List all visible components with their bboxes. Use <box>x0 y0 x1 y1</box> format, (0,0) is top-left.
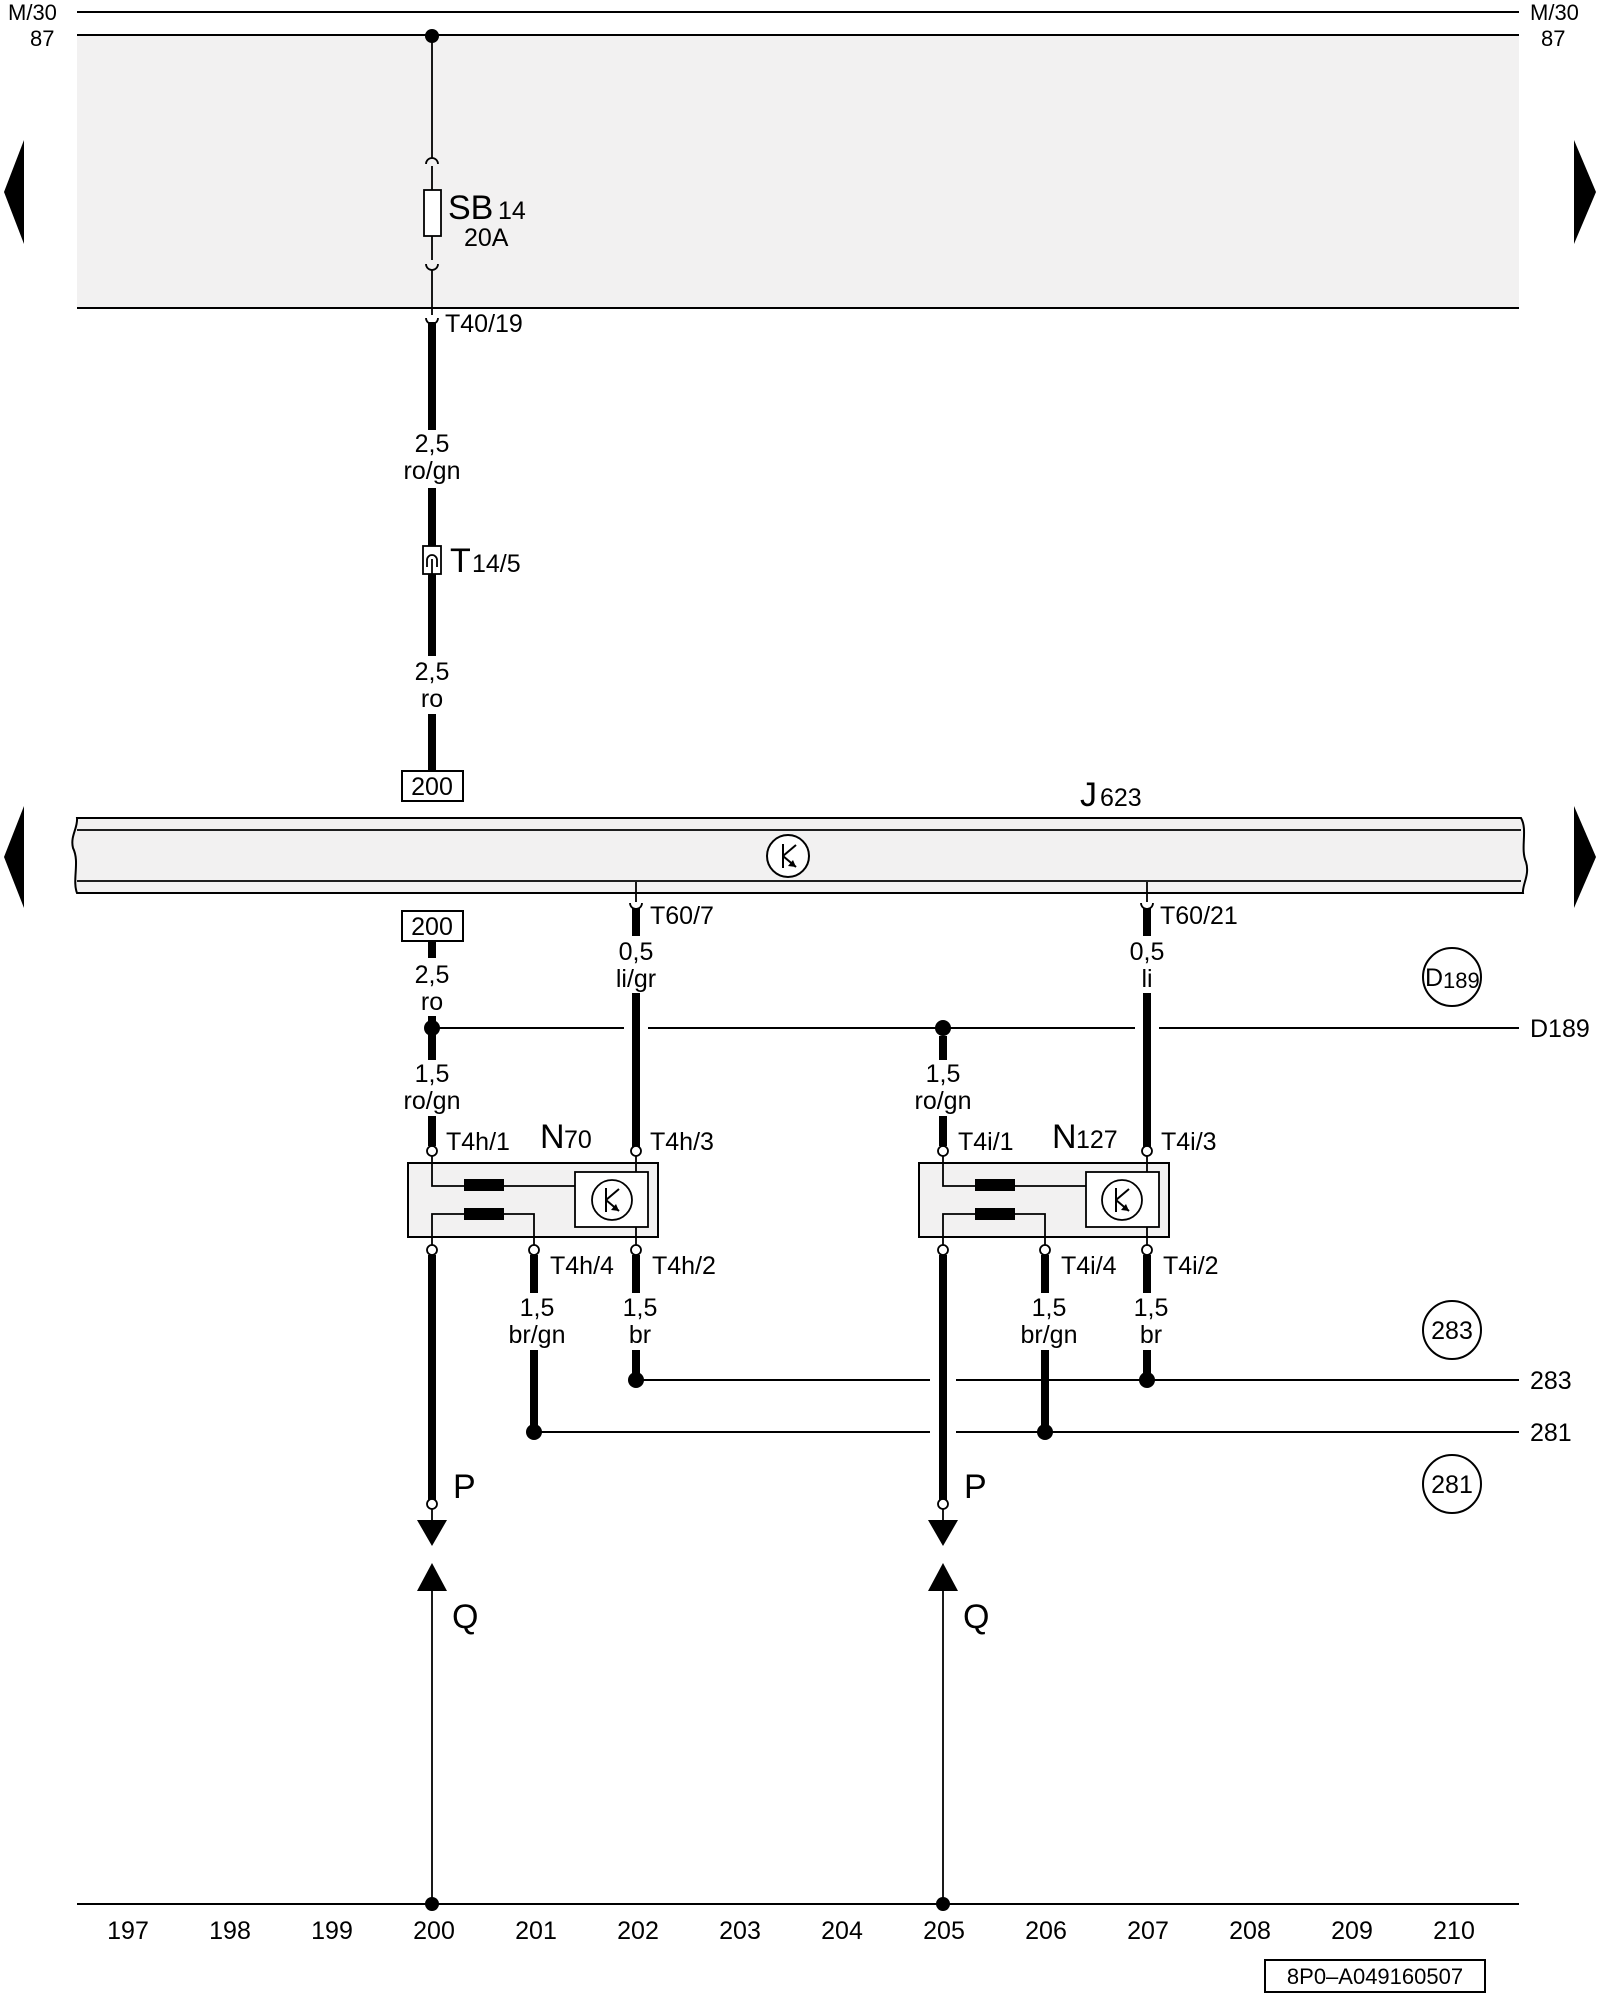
connector-t60-7-label: T60/7 <box>650 902 714 930</box>
fuse-number: 14 <box>498 197 526 225</box>
nav-next-mid-arrow[interactable] <box>1574 806 1596 908</box>
inj2-w2-size: 1,5 <box>1134 1294 1169 1322</box>
transistor-icon <box>766 834 810 878</box>
scale-210: 210 <box>1433 1917 1475 1945</box>
junction-d189-right <box>935 1020 951 1036</box>
fuse-panel <box>77 35 1519 308</box>
fuse-name: SB <box>448 189 493 227</box>
scale-203: 203 <box>719 1917 761 1945</box>
inj1-p-arrow-icon <box>417 1520 447 1546</box>
connector-t60-21-label: T60/21 <box>1160 902 1238 930</box>
inj1-pin3-label: T4h/3 <box>650 1128 714 1156</box>
inj1-w4-size: 1,5 <box>520 1294 555 1322</box>
scale-199: 199 <box>311 1917 353 1945</box>
inj2-w4-size: 1,5 <box>1032 1294 1067 1322</box>
inj1-name-letter: N <box>540 1118 565 1156</box>
inj2-feed-size: 1,5 <box>926 1060 961 1088</box>
inj1-name-number: 70 <box>564 1126 592 1154</box>
inj2-transistor-icon <box>1101 1179 1143 1221</box>
fuse-icon <box>423 189 442 237</box>
inj1-q-arrow-icon <box>417 1563 447 1591</box>
label-left-m30: M/30 <box>8 0 57 25</box>
scale-204: 204 <box>821 1917 863 1945</box>
inj2-w2-color: br <box>1140 1321 1162 1349</box>
ref-box-200-top-label: 200 <box>411 773 453 801</box>
label-left-87: 87 <box>30 26 54 51</box>
circle-ref-281-label: 281 <box>1431 1471 1473 1499</box>
inj2-w4-color: br/gn <box>1021 1321 1078 1349</box>
inj2-feed-color: ro/gn <box>915 1087 972 1115</box>
wire-below-color: ro <box>421 988 443 1016</box>
wire-lower-size: 2,5 <box>415 658 450 686</box>
inj1-w2-color: br <box>629 1321 651 1349</box>
inj2-p-arrow-icon <box>928 1520 958 1546</box>
inj1-feed-color: ro/gn <box>404 1087 461 1115</box>
wire-cu-right-size: 0,5 <box>1130 938 1165 966</box>
fuse-top-plug-icon <box>425 157 439 165</box>
circle-ref-283[interactable] <box>1422 1300 1482 1360</box>
wire-upper-size: 2,5 <box>415 430 450 458</box>
ref-box-200-top[interactable] <box>401 770 464 802</box>
scale-206: 206 <box>1025 1917 1067 1945</box>
scale-200: 200 <box>413 1917 455 1945</box>
scale-197: 197 <box>107 1917 149 1945</box>
inj1-pin2-label: T4h/2 <box>652 1252 716 1280</box>
inj2-pin2-label: T4i/2 <box>1163 1252 1219 1280</box>
line-283-label: 283 <box>1530 1367 1572 1395</box>
inj1-pin4-label: T4h/4 <box>550 1252 614 1280</box>
scale-205: 205 <box>923 1917 965 1945</box>
inj1-transistor-icon <box>591 1179 633 1221</box>
inj2-pin3-label: T4i/3 <box>1161 1128 1217 1156</box>
fuse-rating: 20A <box>464 224 509 252</box>
connector-t14-pin: 14/5 <box>472 550 521 578</box>
control-unit-letter: J <box>1080 776 1097 814</box>
inj2-pin1-label: T4i/1 <box>958 1128 1014 1156</box>
circle-ref-d189[interactable] <box>1422 947 1482 1007</box>
inj2-pin4-label: T4i/4 <box>1061 1252 1117 1280</box>
scale-201: 201 <box>515 1917 557 1945</box>
inj1-q-label: Q <box>452 1598 478 1636</box>
ref-box-200-bottom[interactable] <box>401 910 464 942</box>
wire-below-size: 2,5 <box>415 961 450 989</box>
scale-208: 208 <box>1229 1917 1271 1945</box>
inj1-feed-size: 1,5 <box>415 1060 450 1088</box>
nav-prev-mid-arrow[interactable] <box>4 806 24 908</box>
circle-ref-d189-number: 189 <box>1443 968 1480 993</box>
wire-cu-right-color: li <box>1141 965 1152 993</box>
nav-prev-top-arrow[interactable] <box>4 140 24 244</box>
inj2-name-letter: N <box>1052 1118 1077 1156</box>
wire-cu-left-color: li/gr <box>616 965 656 993</box>
inj1-p-label: P <box>453 1468 476 1506</box>
wire-upper-color: ro/gn <box>404 457 461 485</box>
junction-d189-left <box>424 1020 440 1036</box>
line-281-label: 281 <box>1530 1419 1572 1447</box>
scale-207: 207 <box>1127 1917 1169 1945</box>
wire-cu-left-size: 0,5 <box>619 938 654 966</box>
nav-next-top-arrow[interactable] <box>1574 140 1596 244</box>
connector-t40-label: T40/19 <box>445 310 523 338</box>
circle-ref-d189-letter: D <box>1425 964 1443 992</box>
ref-box-200-bottom-label: 200 <box>411 913 453 941</box>
scale-209: 209 <box>1331 1917 1373 1945</box>
doc-id-label: 8P0–A049160507 <box>1287 1964 1463 1989</box>
line-d189-label: D189 <box>1530 1015 1590 1043</box>
connector-t14-letter: T <box>450 542 471 580</box>
inj2-name-number: 127 <box>1076 1126 1118 1154</box>
label-right-87: 87 <box>1541 26 1565 51</box>
label-right-m30: M/30 <box>1530 0 1579 25</box>
scale-198: 198 <box>209 1917 251 1945</box>
control-unit-number: 623 <box>1100 784 1142 812</box>
doc-id-box <box>1264 1959 1486 1993</box>
inj2-q-label: Q <box>963 1598 989 1636</box>
inj2-p-label: P <box>964 1468 987 1506</box>
scale-202: 202 <box>617 1917 659 1945</box>
inj1-pin1-label: T4h/1 <box>446 1128 510 1156</box>
inj2-q-arrow-icon <box>928 1563 958 1591</box>
circle-ref-283-label: 283 <box>1431 1317 1473 1345</box>
inj1-w2-size: 1,5 <box>623 1294 658 1322</box>
circle-ref-281[interactable] <box>1422 1454 1482 1514</box>
inj1-w4-color: br/gn <box>509 1321 566 1349</box>
wire-lower-color: ro <box>421 685 443 713</box>
